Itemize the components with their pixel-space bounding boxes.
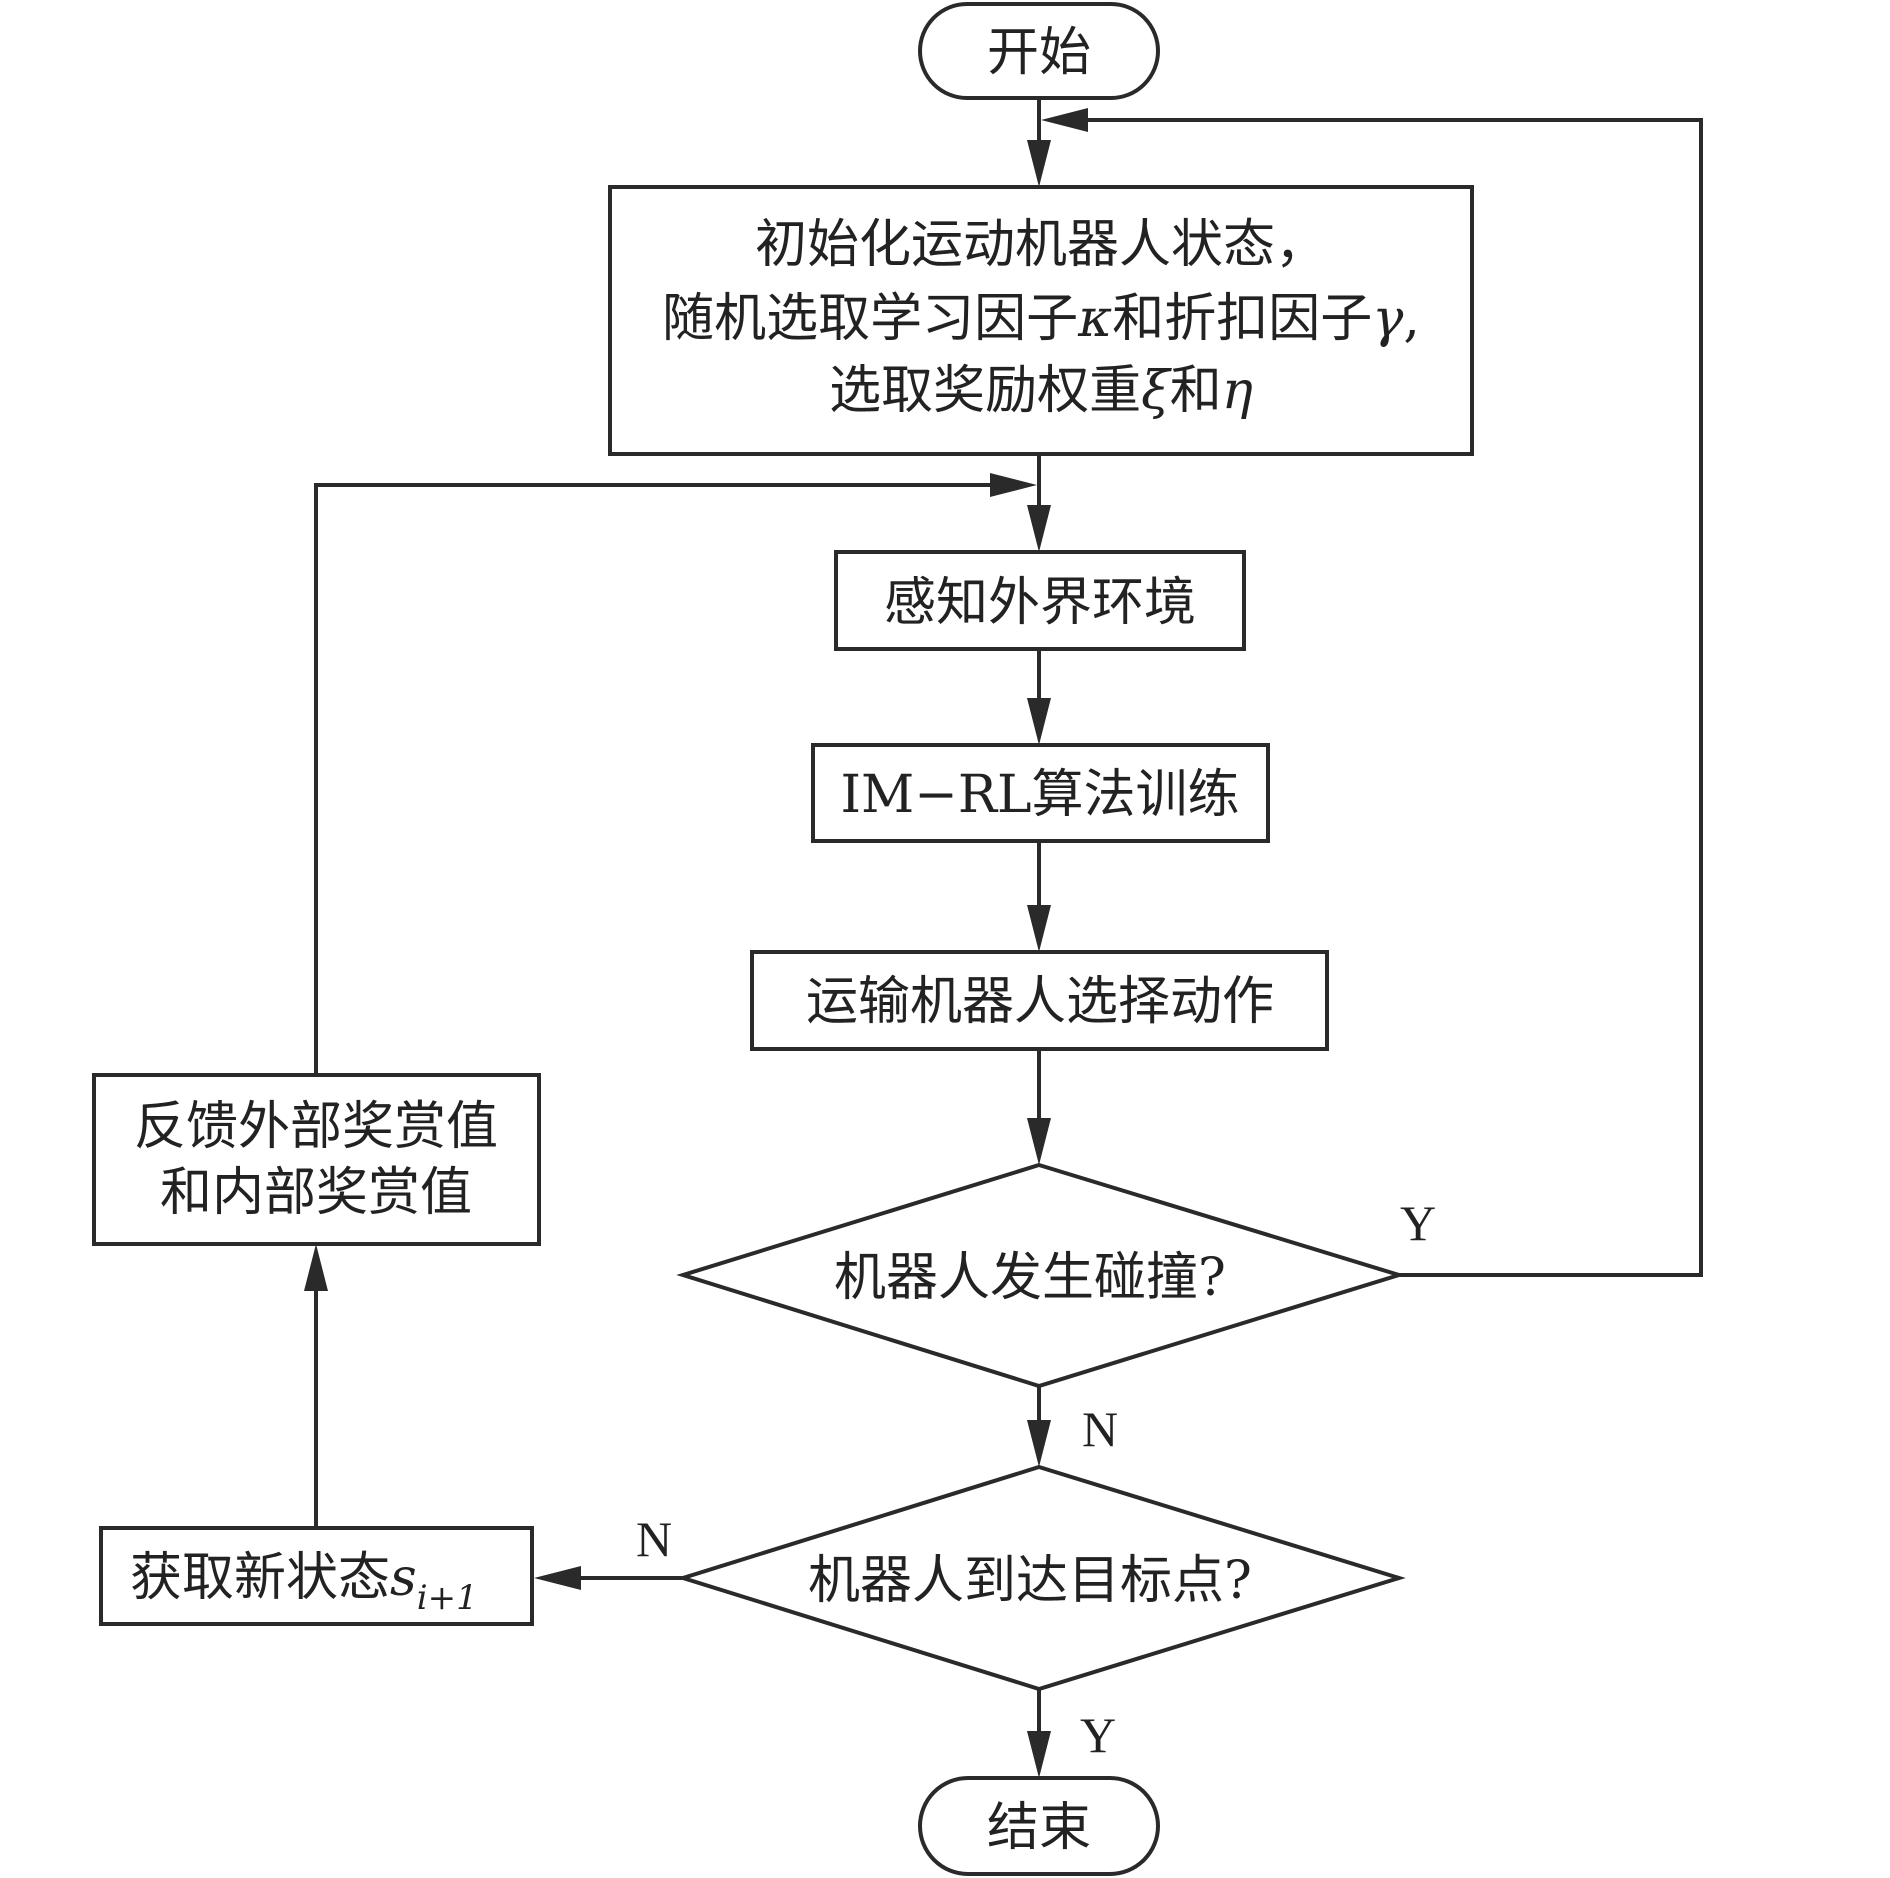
arrow-loop-into-main-line <box>990 473 1037 497</box>
feedback-box <box>92 1073 541 1246</box>
arrow-into-init <box>1027 140 1051 187</box>
train-label: IM−RL算法训练 <box>840 765 1239 825</box>
gamma-symbol: γ <box>1372 289 1404 349</box>
select-action-node: 运输机器人选择动作 <box>750 950 1329 1051</box>
eta-symbol: η <box>1222 361 1253 421</box>
goal-yes-label: Y <box>1080 1707 1116 1763</box>
init-line-2-text-a: 随机选取学习因子 <box>662 289 1078 349</box>
state-symbol: s <box>390 1548 417 1608</box>
end-label: 结束 <box>987 1798 1091 1858</box>
start-label: 开始 <box>987 23 1091 83</box>
collision-label: 机器人发生碰撞? <box>834 1248 1226 1308</box>
start-node: 开始 <box>918 2 1160 100</box>
collision-decision-node: 机器人发生碰撞? <box>676 1162 1406 1389</box>
arrow-into-end <box>1027 1731 1051 1778</box>
arrow-into-collision <box>1027 1118 1051 1165</box>
edge-feedback-loop <box>314 483 1005 1075</box>
perceive-node: 感知外界环境 <box>834 550 1246 651</box>
collision-yes-label: Y <box>1400 1195 1436 1251</box>
init-box <box>608 185 1474 456</box>
select-action-box <box>750 950 1329 1051</box>
arrow-into-perceive <box>1027 505 1051 552</box>
xi-symbol: ξ <box>1141 361 1172 421</box>
edge-collision-yes-loop <box>1075 118 1703 1277</box>
end-node: 结束 <box>918 1776 1160 1876</box>
init-node: 初始化运动机器人状态， 随机选取学习因子κ和折扣因子γ, 选取奖励权重ξ和η <box>608 185 1474 456</box>
init-line-2-text-b: 和折扣因子 <box>1112 289 1372 349</box>
feedback-line-1: 反馈外部奖赏值 <box>134 1097 498 1157</box>
feedback-line-2: 和内部奖赏值 <box>160 1163 472 1223</box>
goal-no-label: N <box>636 1511 672 1567</box>
arrow-into-select <box>1027 905 1051 952</box>
init-line-3: 选取奖励权重ξ和η <box>829 361 1253 421</box>
collision-no-label: N <box>1082 1401 1118 1457</box>
arrow-into-goal <box>1027 1420 1051 1467</box>
new-state-node: 获取新状态si+1 <box>99 1526 534 1626</box>
kappa-symbol: κ <box>1077 289 1112 349</box>
arrow-into-newstate <box>534 1566 581 1590</box>
arrow-loop-into-start-line <box>1041 108 1088 132</box>
reach-goal-decision-node: 机器人到达目标点? <box>676 1464 1406 1692</box>
init-line-1: 初始化运动机器人状态， <box>755 215 1327 275</box>
init-line-3-text-a: 选取奖励权重 <box>829 361 1141 421</box>
end-terminal-shape <box>918 1776 1160 1876</box>
perceive-label: 感知外界环境 <box>884 573 1196 633</box>
state-subscript: i+1 <box>417 1578 478 1618</box>
new-state-box <box>99 1526 534 1626</box>
init-line-3-text-b: 和 <box>1170 361 1222 421</box>
init-line-2: 随机选取学习因子κ和折扣因子γ, <box>662 289 1420 349</box>
arrow-into-feedback <box>304 1244 328 1291</box>
init-line-2-text-c: , <box>1403 289 1420 349</box>
feedback-node: 反馈外部奖赏值 和内部奖赏值 <box>92 1073 541 1246</box>
new-state-text: 获取新状态 <box>130 1548 390 1608</box>
arrow-into-train <box>1027 698 1051 745</box>
reach-goal-label: 机器人到达目标点? <box>808 1551 1252 1611</box>
new-state-label: 获取新状态si+1 <box>130 1548 478 1618</box>
select-action-label: 运输机器人选择动作 <box>806 972 1274 1032</box>
train-node: IM−RL算法训练 <box>811 743 1270 843</box>
